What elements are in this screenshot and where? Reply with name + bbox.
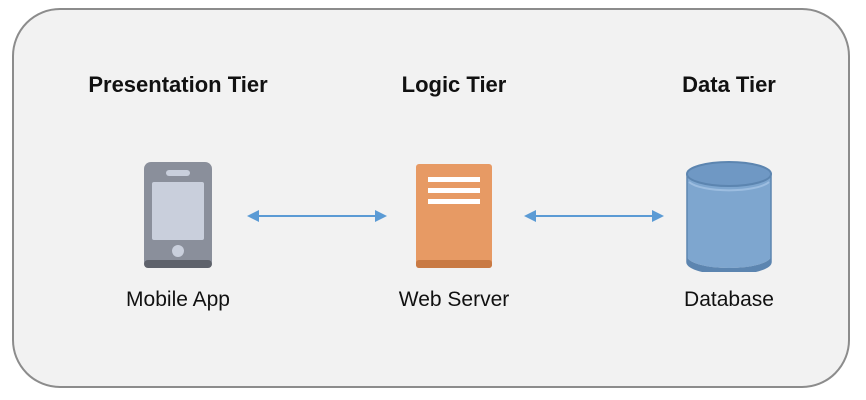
bidirectional-arrow-app-server	[247, 210, 387, 222]
node-label-database: Database	[684, 288, 774, 311]
node-label-mobile-app: Mobile App	[126, 288, 230, 311]
tier-title-logic: Logic Tier	[401, 72, 507, 97]
bidirectional-arrow-server-database	[524, 210, 664, 222]
mobile-phone-icon	[144, 162, 212, 268]
tier-title-presentation: Presentation Tier	[88, 72, 268, 97]
database-icon	[686, 161, 772, 272]
tier-title-data: Data Tier	[682, 72, 776, 97]
node-label-web-server: Web Server	[398, 288, 510, 311]
server-icon	[416, 164, 492, 268]
